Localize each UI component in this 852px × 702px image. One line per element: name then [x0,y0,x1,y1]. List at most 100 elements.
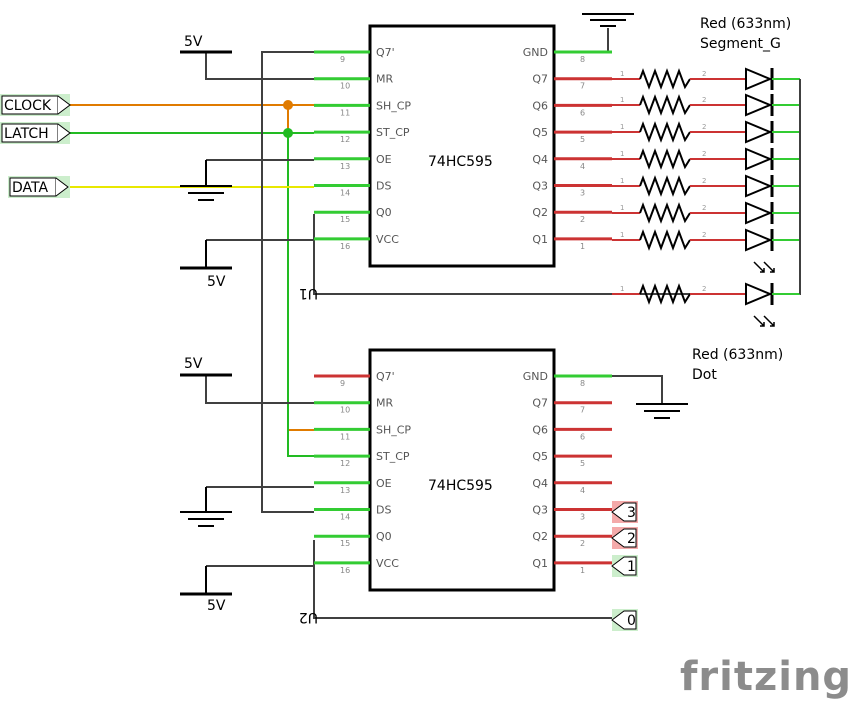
chip-u2-ref: U2 [299,609,318,625]
pin-number: 5 [580,135,585,144]
pin-number: 4 [580,486,585,495]
resistor[interactable] [639,175,691,197]
digit-net-label[interactable] [611,502,637,522]
pin-name: VCC [376,233,399,246]
pin-number: 2 [580,215,585,224]
pin-number: 3 [580,513,585,522]
resistor[interactable] [639,94,691,116]
resistor[interactable] [639,121,691,143]
cascade-wire [261,51,314,513]
resistor-pin-number: 1 [620,96,624,104]
vcc-label-1: 5V [184,34,203,50]
digit-label: 2 [627,531,636,547]
led-diode-icon[interactable] [745,147,773,171]
pin-name: MR [376,397,393,410]
pin-name: MR [376,73,393,86]
pin-number: 10 [340,406,350,415]
pin-number: 3 [580,189,585,198]
chip-u2-part: 74HC595 [428,478,493,494]
pin-number: 10 [340,82,350,91]
pin-name: SH_CP [376,423,411,436]
input-latch[interactable]: LATCH [0,122,71,144]
pin-name: Q2 [532,530,548,543]
chip-u1-ref: U1 [299,285,318,301]
pin-name: Q1 [532,233,548,246]
resistor-pin-number: 1 [620,177,624,185]
pin-name: GND [523,46,548,59]
chip-u2[interactable]: 74HC595 U2 [299,348,556,625]
led-diode-icon[interactable] [745,120,773,144]
led-diode-icon[interactable] [745,201,773,225]
resistor[interactable] [639,202,691,224]
resistor-pin-number: 2 [702,204,706,212]
resistor[interactable] [639,148,691,170]
digit-label: 1 [627,559,636,575]
dot-color-label: Red (633nm) [692,347,783,363]
pin-name: ST_CP [376,126,410,139]
pin-number: 15 [340,539,350,548]
resistor-pin-number: 2 [702,285,706,293]
u1-mr-wire [205,52,314,80]
fritzing-wordmark: fritzing [680,654,852,700]
pin-name: Q6 [532,423,548,436]
led-diode-icon[interactable] [745,93,773,117]
vcc-label-2: 5V [207,274,226,290]
segment-color-label: Red (633nm) [700,16,791,32]
resistor-pin-number: 2 [702,150,706,158]
pin-name: Q7' [376,370,395,383]
led-diode-icon[interactable] [745,67,773,91]
pin-name: GND [523,370,548,383]
resistor-pin-number: 2 [702,70,706,78]
pin-number: 11 [340,432,350,441]
pin-number: 1 [580,566,585,575]
pin-number: 6 [580,432,585,441]
pin-name: OE [376,477,392,490]
resistor-pin-number: 1 [620,70,624,78]
resistor-pin-number: 2 [702,231,706,239]
resistor-pin-number: 1 [620,285,624,293]
input-data-label: DATA [12,180,48,196]
clock-junction [283,100,293,110]
led-diode-icon[interactable] [745,174,773,198]
pin-number: 4 [580,162,585,171]
digit-label: 3 [627,505,636,521]
digit-net-label[interactable] [611,610,637,630]
pin-number: 9 [340,379,345,388]
resistor[interactable] [639,229,691,251]
digit-net-label[interactable] [611,556,637,576]
resistor-pin-number: 2 [702,177,706,185]
pin-name: Q7 [532,397,548,410]
input-clock-label: CLOCK [4,98,52,114]
resistor[interactable] [639,283,691,305]
pin-name: Q5 [532,450,548,463]
pin-name: Q4 [532,477,548,490]
chip-u1-part: 74HC595 [428,154,493,170]
led-diode-icon[interactable] [745,282,773,306]
resistor-pin-number: 1 [620,123,624,131]
pin-number: 12 [340,135,350,144]
pin-number: 9 [340,55,345,64]
pin-name: Q0 [376,206,392,219]
input-clock[interactable]: CLOCK [0,94,71,116]
pin-number: 7 [580,82,585,91]
pin-number: 13 [340,162,350,171]
input-data[interactable]: DATA [8,176,70,198]
digit-net-label[interactable] [611,528,637,548]
led-diode-icon[interactable] [745,228,773,252]
chip-u1[interactable]: 74HC595 U1 [299,24,556,301]
vcc-label-3: 5V [184,356,203,372]
pin-name: SH_CP [376,99,411,112]
resistor[interactable] [639,68,691,90]
pin-name: DS [376,180,391,193]
pin-number: 16 [340,242,350,251]
resistor-pin-number: 1 [620,204,624,212]
pin-number: 8 [580,55,585,64]
vcc-label-4: 5V [207,598,226,614]
pin-name: Q5 [532,126,548,139]
resistor-pin-number: 2 [702,123,706,131]
light-arrows-icon [753,261,775,273]
pin-name: OE [376,153,392,166]
light-arrows-icon [753,315,775,327]
